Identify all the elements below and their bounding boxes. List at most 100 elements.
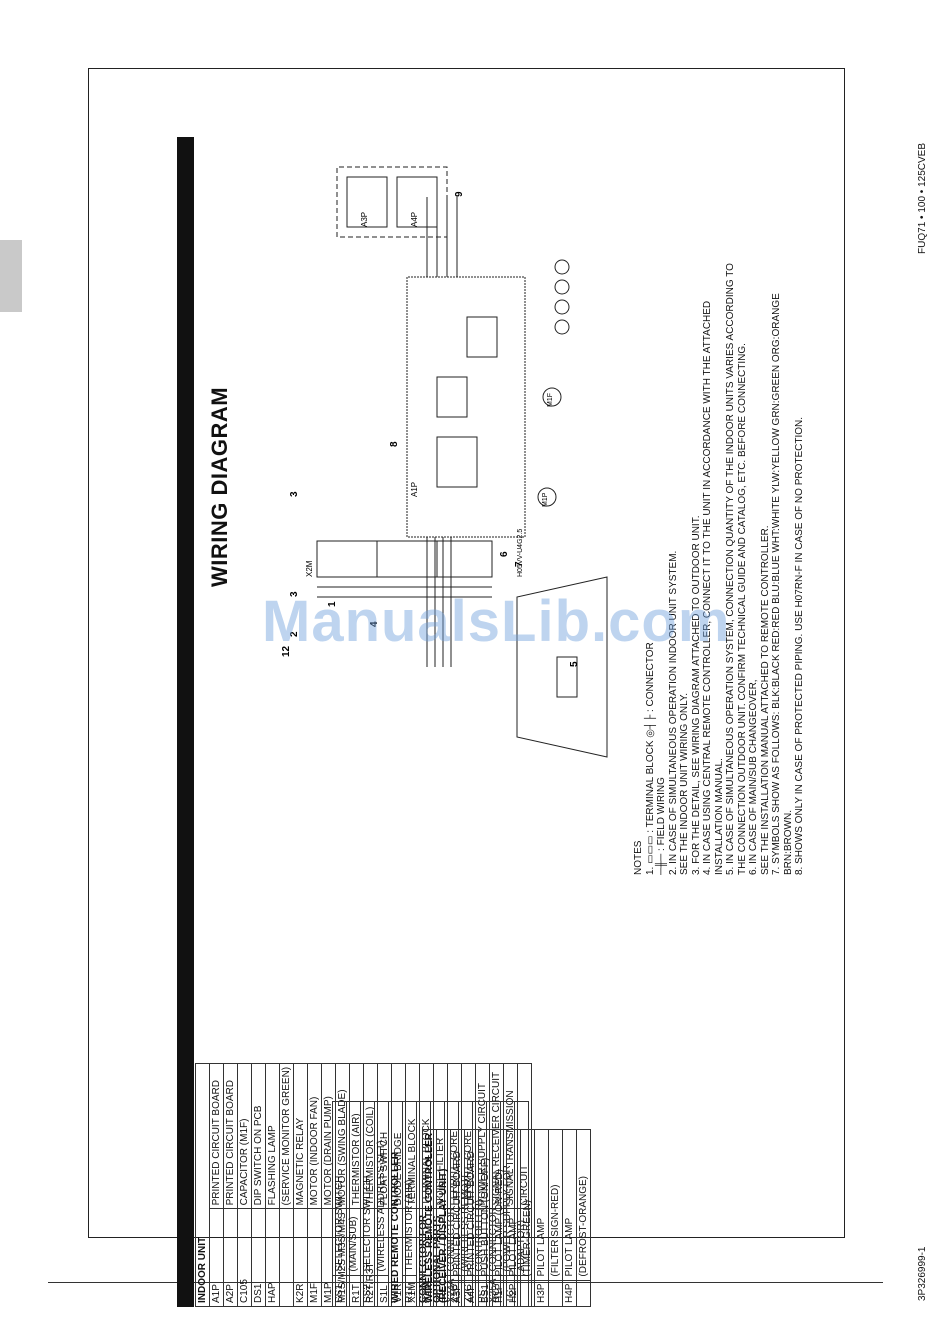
note-line: 8. SHOWS ONLY IN CASE OF PROTECTED PIPIN… [794, 416, 805, 875]
legend-code: H3P [534, 1280, 549, 1307]
legend-desc: PUSH BUTTON (ON/OFF) [478, 1129, 493, 1281]
legend-header: WIRED REMOTE CONTROLLER [388, 1101, 403, 1307]
watermark: ManualsLib.com [262, 589, 731, 654]
legend-desc: PRINTED CIRCUIT BOARD [223, 1063, 238, 1209]
wires [426, 197, 458, 667]
legend-row: (SERVICE MONITOR GREEN) [279, 1063, 294, 1307]
wiring-schematic: 1 2 3 3 4 5 6 7 8 9 10 11 12 A1P A3P A4P… [281, 166, 608, 758]
footer-rule [48, 1282, 883, 1283]
legend-code: R1T [402, 1275, 417, 1307]
svg-text:12: 12 [281, 645, 292, 657]
legend-code: SS1 [332, 1275, 347, 1307]
legend-code: H2P [506, 1280, 521, 1307]
svg-text:8: 8 [389, 441, 400, 447]
legend-code: A4P [464, 1280, 479, 1307]
legend-code [548, 1280, 563, 1307]
legend-header: INDOOR UNIT [195, 1063, 210, 1307]
svg-text:9: 9 [454, 191, 465, 197]
layout-sketch [516, 576, 608, 758]
note-line: SEE THE INSTALLATION MANUAL ATTACHED TO … [759, 525, 771, 875]
note-line: 2. IN CASE OF SIMULTANEOUS OPERATION IND… [667, 550, 679, 875]
svg-text:6: 6 [499, 551, 510, 557]
legend-code: K2R [293, 1208, 308, 1307]
doc-number: 3P326999-1 [917, 1246, 928, 1302]
legend-code: BS1 [478, 1280, 493, 1307]
a1p-board [406, 276, 526, 538]
model-number: FUQ71 • 100 • 125CVEB [917, 143, 928, 254]
legend-desc: PILOT LAMP (ON-RED) [492, 1129, 507, 1281]
legend-code [576, 1280, 591, 1307]
legend-desc: PRINTED CIRCUIT BOARD [464, 1129, 479, 1281]
legend-row: (WIRELESS ADDRESS SET) [374, 1101, 389, 1307]
rotated-sheet: WIRING DIAGRAM 3P326999-1 FUQ71 • 100 • … [177, 137, 934, 1307]
svg-text:4: 4 [369, 621, 380, 627]
legend-desc: (MAIN/SUB) [346, 1101, 361, 1276]
legend-header: (RECEIVER / DISPLAY UNIT) [436, 1129, 451, 1307]
legend-code [346, 1275, 361, 1307]
svg-text:3: 3 [289, 491, 300, 497]
note-line: ─╫─ : FIELD WIRING [656, 777, 667, 875]
legend-code: C105 [237, 1208, 252, 1307]
svg-text:A3P: A3P [360, 212, 369, 227]
note-line: 4. IN CASE USING CENTRAL REMOTE CONTROLL… [702, 300, 713, 875]
legend-row: (DEFROST-ORANGE) [576, 1129, 591, 1307]
legend-desc: (DEFROST-ORANGE) [576, 1129, 591, 1281]
legend-desc: (WIRELESS ADDRESS SET) [374, 1101, 389, 1276]
legend-code: SS2 [360, 1275, 375, 1307]
legend-code [520, 1280, 535, 1307]
legend-code: M1F [307, 1208, 322, 1307]
legend-code: H4P [562, 1280, 577, 1307]
svg-text:2: 2 [289, 631, 300, 637]
notes-heading: NOTES [633, 840, 644, 875]
svg-text:M1F: M1F [547, 393, 554, 407]
legend-desc: SELECTOR SWITCH [332, 1101, 347, 1276]
note-line: BRN:BROWN. [782, 810, 794, 875]
note-line: 7. SYMBOLS SHOW AS FOLLOWS: BLK:BLACK RE… [771, 293, 782, 875]
wireless-receiver [336, 166, 448, 238]
drawing-frame: WIRING DIAGRAM 3P326999-1 FUQ71 • 100 • … [88, 68, 928, 1307]
note-line: THE CONNECTION OUTDOOR UNIT. CONFIRM TEC… [736, 343, 748, 875]
svg-text:5: 5 [569, 661, 580, 667]
notes-block: NOTES 1. ▭▭▭ : TERMINAL BLOCK ◎┤├ : CONN… [633, 145, 806, 875]
legend-desc: PRINTED CIRCUIT BOARD [450, 1129, 465, 1281]
legend-desc: THERMISTOR (AIR) [402, 1101, 417, 1276]
legend-row: WIRED REMOTE CONTROLLER [388, 1101, 403, 1307]
remote-terminal-blocks [316, 540, 493, 598]
legend-code [374, 1275, 389, 1307]
legend-desc: (TIMER-GREEN) [520, 1129, 535, 1281]
legend-desc: PILOT LAMP [562, 1129, 577, 1281]
section-tab [0, 240, 22, 312]
legend-row: INDOOR UNIT [195, 1063, 210, 1307]
legend-header: WIRELESS REMOTE CONTROLLER [422, 1129, 437, 1307]
svg-text:A1P: A1P [410, 482, 419, 497]
note-line: 5. IN CASE OF SIMULTANEOUS OPERATION SYS… [725, 263, 736, 875]
legend-row: (MAIN/SUB) [346, 1101, 361, 1307]
legend-code: H1P [492, 1280, 507, 1307]
legend-row: WIRELESS REMOTE CONTROLLER [422, 1129, 437, 1307]
note-line: SEE THE INDOOR UNIT WIRING ONLY. [679, 692, 690, 875]
legend-code [279, 1208, 294, 1307]
title-bar [177, 137, 194, 1307]
legend-code: HAP [265, 1208, 280, 1307]
legend-code: A3P [450, 1280, 465, 1307]
svg-text:7: 7 [514, 561, 525, 567]
svg-text:M1P: M1P [542, 492, 549, 507]
note-line: 3. FOR THE DETAIL, SEE WIRING DIAGRAM AT… [690, 515, 702, 875]
svg-text:3: 3 [289, 591, 300, 597]
legend-desc: (FILTER SIGN-RED) [548, 1129, 563, 1281]
